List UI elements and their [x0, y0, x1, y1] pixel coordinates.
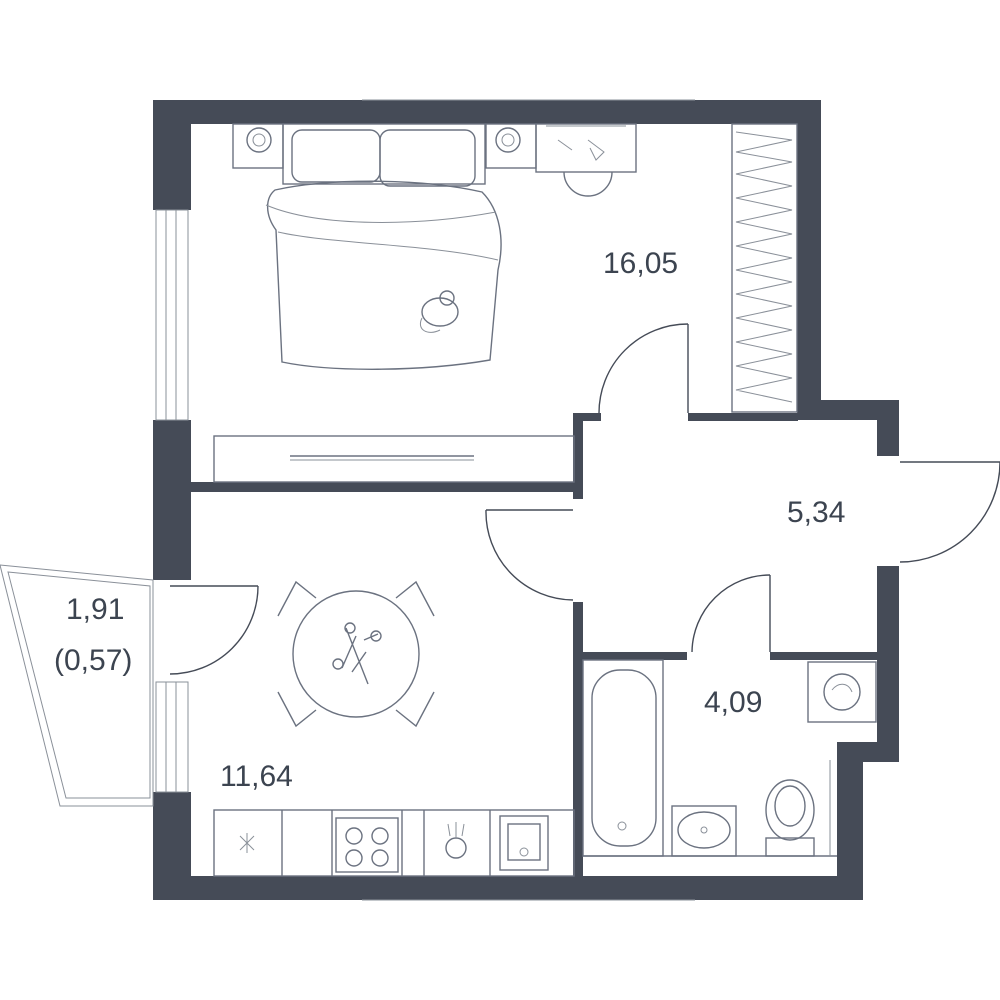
wall-hall-right-upper — [877, 400, 899, 456]
bedroom-furniture — [213, 123, 798, 483]
lamp-icon — [495, 127, 521, 153]
wall-right-bedroom — [797, 100, 821, 420]
wall-kitchen-bath — [573, 602, 583, 876]
hall-area-label: 5,34 — [787, 496, 846, 529]
wardrobe-icon — [731, 123, 798, 413]
bathroom-area-label: 4,09 — [704, 686, 763, 719]
washbasin-icon — [671, 805, 737, 857]
wall-hall-top-step — [797, 400, 899, 420]
wall-bedroom-hall-left — [573, 413, 583, 499]
kitchen-door — [485, 509, 574, 601]
bedroom-area-label: 16,05 — [603, 247, 679, 280]
wall-left-upper — [153, 100, 191, 210]
wall-bedroom-kitchen — [191, 482, 583, 492]
lamp-icon — [246, 127, 272, 153]
bathtub-icon — [582, 659, 664, 857]
wall-bedroom-hall-right — [688, 413, 798, 421]
window-kitchen — [155, 681, 189, 793]
desk-icon — [535, 123, 637, 173]
doors — [485, 323, 1000, 653]
bed-icon — [266, 180, 502, 370]
balcony-door — [169, 585, 259, 675]
wall-bath-right — [837, 742, 863, 900]
balcony-area-label: 1,91 — [66, 593, 125, 626]
bed-headboard — [282, 123, 486, 185]
kettle-icon — [445, 822, 467, 859]
pillow-icon — [291, 129, 381, 183]
bedroom-door — [598, 323, 689, 414]
entrance-door — [899, 461, 1000, 563]
wall-hall-bath-left — [573, 652, 687, 660]
balcony-outline — [0, 564, 154, 807]
bathroom-furniture — [582, 659, 877, 857]
chair-icon — [395, 691, 435, 728]
chair-icon — [277, 580, 317, 617]
chair-icon — [277, 691, 317, 728]
tv-stand-icon — [213, 435, 575, 483]
cat-icon — [420, 290, 459, 333]
wall-hall-right-lower — [877, 566, 899, 762]
kitchen-area-label: 11,64 — [220, 760, 293, 793]
chair-icon — [395, 580, 435, 617]
kitchen-counter — [213, 809, 575, 877]
flower-vase-icon — [332, 622, 382, 685]
stove-icon — [335, 817, 399, 873]
windows — [155, 99, 695, 901]
wall-bottom — [153, 876, 863, 900]
wall-bedroom-hall-stub — [573, 413, 601, 421]
bathroom-door — [691, 574, 771, 653]
toilet-icon — [765, 779, 815, 857]
balcony-reduced-area-label: (0,57) — [54, 644, 133, 677]
window-bedroom — [155, 209, 189, 421]
nightstand-icon — [485, 123, 537, 169]
walls — [153, 100, 899, 900]
washing-machine-icon — [807, 661, 877, 723]
chair-icon — [563, 171, 613, 197]
sink-icon — [499, 815, 549, 871]
snowflake-icon — [239, 833, 255, 853]
wall-left-middle — [153, 420, 191, 580]
wall-hall-bath-right — [770, 652, 878, 660]
pillow-icon — [379, 129, 476, 187]
balcony — [0, 564, 259, 807]
wall-top — [153, 100, 821, 124]
dining-table-icon — [292, 590, 420, 718]
kitchen-furniture — [213, 580, 575, 877]
